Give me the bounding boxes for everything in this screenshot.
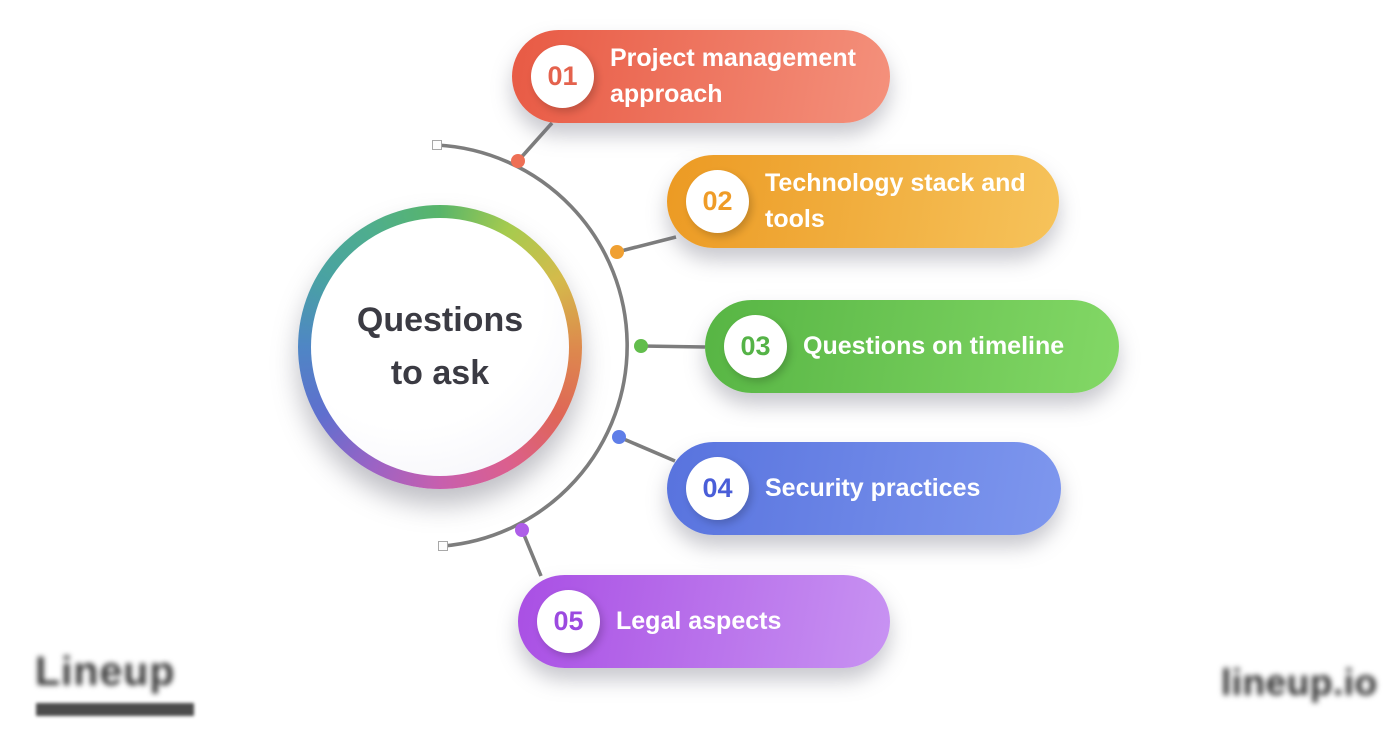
item-label-3: Questions on timeline (803, 331, 1065, 360)
item-label-2: Technology stack and tools (765, 169, 1026, 233)
item-pill-1[interactable]: 01 Project management approach (512, 30, 890, 123)
item-label-4: Security practices (765, 473, 981, 502)
logo-wordmark: Lineup (35, 648, 176, 694)
branch-dot-1 (511, 154, 525, 168)
branch-dot-4 (612, 430, 626, 444)
branch-dot-2 (610, 245, 624, 259)
hub-circle: Questions to ask (298, 205, 582, 489)
item-number-badge-2: 02 (686, 170, 749, 233)
stub-item-3 (640, 344, 706, 349)
hub-title-line2: to ask (390, 354, 490, 392)
spine-endcap-top (432, 140, 442, 150)
website-text: lineup.io (1221, 662, 1378, 703)
stub-item-2 (616, 235, 677, 254)
item-number-badge-3: 03 (724, 315, 787, 378)
branch-dot-5 (515, 523, 529, 537)
item-pill-5[interactable]: 05 Legal aspects (518, 575, 890, 668)
spine-endcap-bottom (438, 541, 448, 551)
item-number-badge-4: 04 (686, 457, 749, 520)
stub-item-5 (520, 529, 543, 577)
hub-title: Questions to ask (311, 218, 569, 476)
item-pill-2[interactable]: 02 Technology stack and tools (667, 155, 1059, 248)
logo-tagline-bar (36, 703, 194, 716)
hub-title-line1: Questions (356, 301, 524, 340)
item-pill-3[interactable]: 03 Questions on timeline (705, 300, 1119, 393)
item-number-badge-1: 01 (531, 45, 594, 108)
item-number-badge-5: 05 (537, 590, 600, 653)
branch-dot-3 (634, 339, 648, 353)
item-pill-4[interactable]: 04 Security practices (667, 442, 1061, 535)
item-label-1: Project management approach (610, 44, 856, 108)
stub-item-4 (618, 435, 676, 463)
stub-item-1 (516, 121, 554, 163)
item-label-5: Legal aspects (616, 606, 782, 635)
